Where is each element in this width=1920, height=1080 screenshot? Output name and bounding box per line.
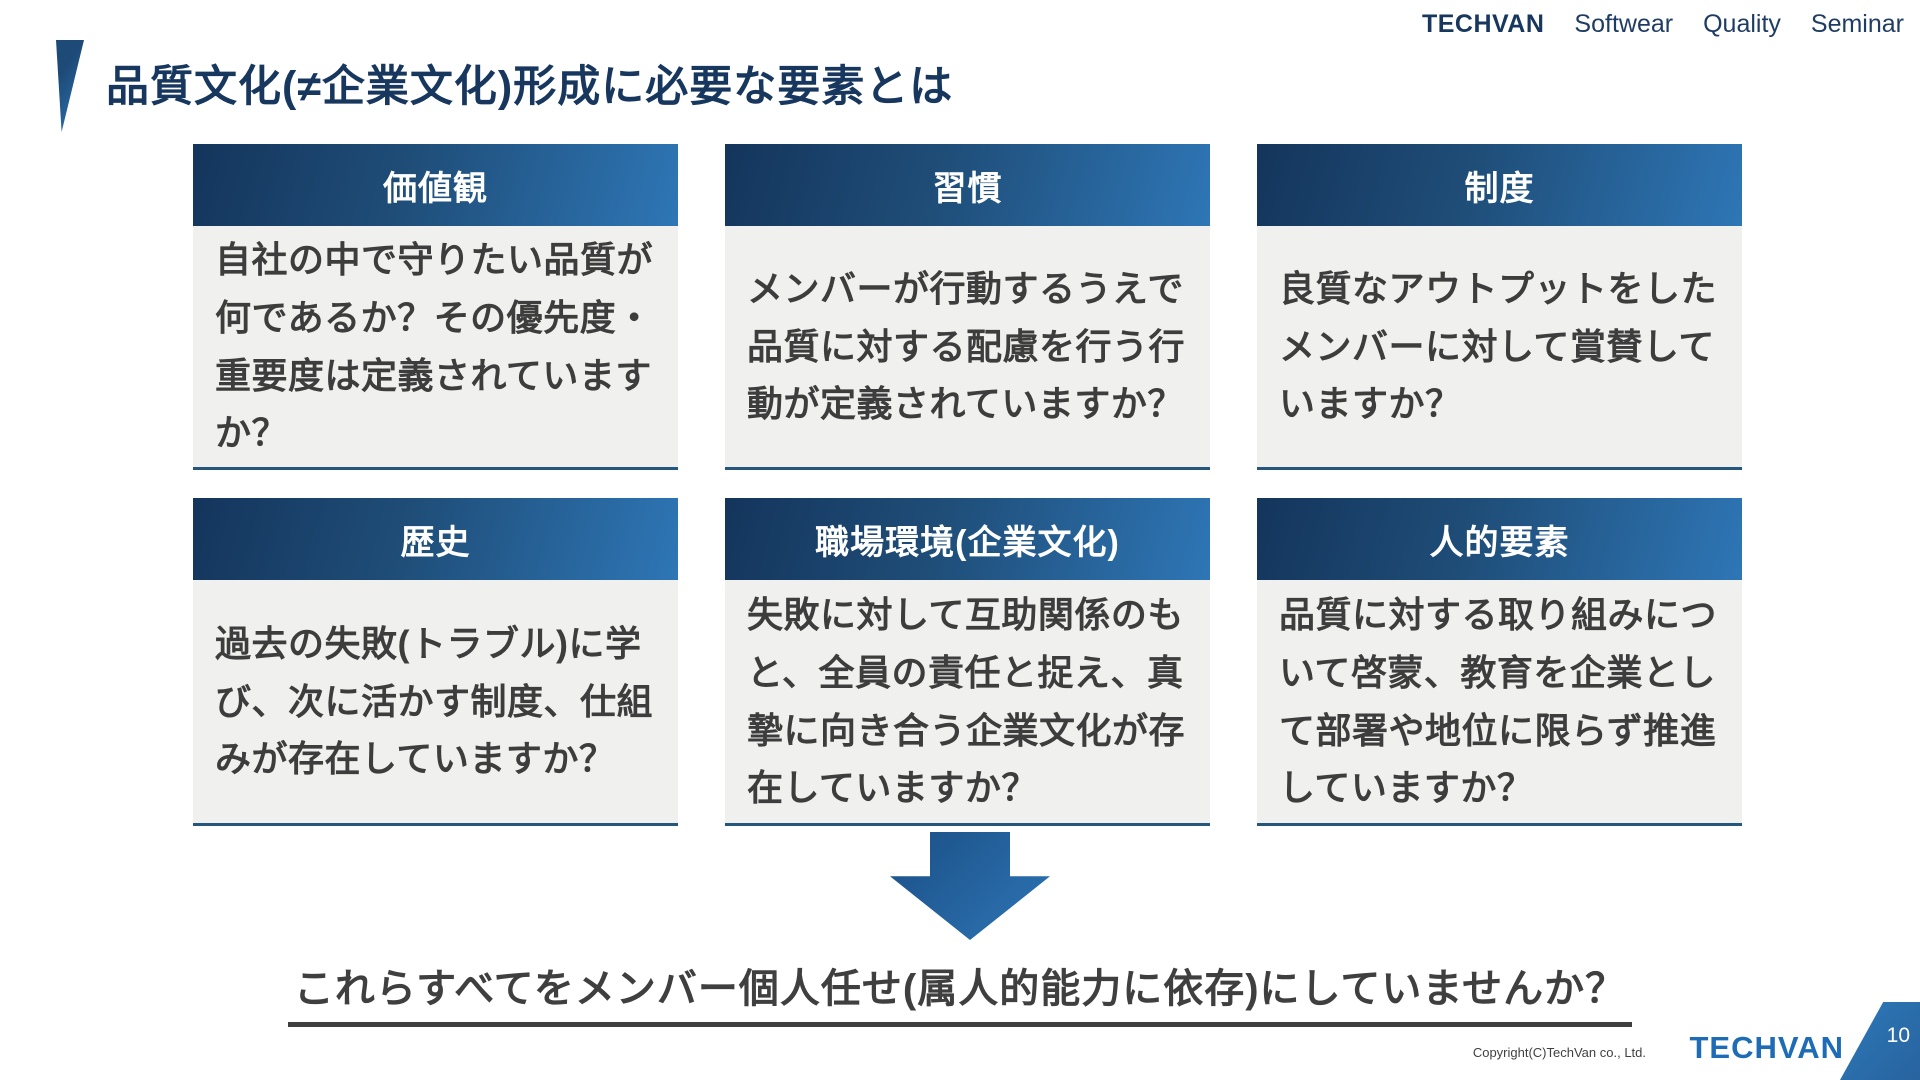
brand-item-seminar: Seminar	[1810, 10, 1904, 38]
brand-name: TECHVAN	[1421, 10, 1545, 38]
card-header: 制度	[1257, 144, 1742, 226]
card-history: 歴史 過去の失敗(トラブル)に学 び、次に活かす制度、仕組 みが存在していますか…	[193, 498, 678, 826]
card-header: 人的要素	[1257, 498, 1742, 580]
card-grid: 価値観 自社の中で守りたい品質が 何であるか？その優先度・ 重要度は定義されてい…	[193, 144, 1742, 826]
card-text: 良質なアウトプットをした メンバーに対して賞賛して いますか？	[1279, 268, 1718, 425]
card-habits: 習慣 メンバーが行動するうえで 品質に対する配慮を行う行 動が定義されていますか…	[725, 144, 1210, 470]
card-text: 失敗に対して互助関係のも と、全員の責任と捉え、真 摯に向き合う企業文化が存 在…	[747, 594, 1186, 809]
card-body: 品質に対する取り組みにつ いて啓蒙、教育を企業とし て部署や地位に限らず推進 し…	[1257, 580, 1742, 823]
card-values: 価値観 自社の中で守りたい品質が 何であるか？その優先度・ 重要度は定義されてい…	[193, 144, 678, 470]
page-number: 10	[1886, 1024, 1910, 1047]
page-title: 品質文化(≠企業文化)形成に必要な要素とは	[106, 63, 954, 111]
card-workplace: 職場環境(企業文化) 失敗に対して互助関係のも と、全員の責任と捉え、真 摯に向…	[725, 498, 1210, 826]
down-arrow-icon	[890, 832, 1050, 940]
conclusion-text: これらすべてをメンバー個人任せ(属人的能力に依存)にしていませんか？	[287, 956, 1633, 1027]
card-header: 習慣	[725, 144, 1210, 226]
card-body: メンバーが行動するうえで 品質に対する配慮を行う行 動が定義されていますか？	[725, 226, 1210, 467]
copyright-text: Copyright(C)TechVan co., Ltd.	[1472, 1045, 1646, 1060]
card-body: 良質なアウトプットをした メンバーに対して賞賛して いますか？	[1257, 226, 1742, 467]
brand-header: TECHVAN Softwear Quality Seminar	[1422, 10, 1904, 39]
title-accent-wedge-icon	[56, 40, 84, 132]
card-text: 品質に対する取り組みにつ いて啓蒙、教育を企業とし て部署や地位に限らず推進 し…	[1279, 594, 1718, 809]
card-header: 歴史	[193, 498, 678, 580]
card-systems: 制度 良質なアウトプットをした メンバーに対して賞賛して いますか？	[1257, 144, 1742, 470]
conclusion-line: これらすべてをメンバー個人任せ(属人的能力に依存)にしていませんか？	[0, 956, 1920, 1027]
brand-item-quality: Quality	[1703, 10, 1781, 38]
card-body: 過去の失敗(トラブル)に学 び、次に活かす制度、仕組 みが存在していますか？	[193, 580, 678, 823]
card-text: メンバーが行動するうえで 品質に対する配慮を行う行 動が定義されていますか？	[747, 268, 1186, 425]
card-header: 価値観	[193, 144, 678, 226]
card-body: 失敗に対して互助関係のも と、全員の責任と捉え、真 摯に向き合う企業文化が存 在…	[725, 580, 1210, 823]
card-human-factors: 人的要素 品質に対する取り組みにつ いて啓蒙、教育を企業とし て部署や地位に限ら…	[1257, 498, 1742, 826]
card-header: 職場環境(企業文化)	[725, 498, 1210, 580]
footer-logo: TECHVAN	[1689, 1030, 1844, 1065]
brand-item-softwear: Softwear	[1574, 10, 1674, 38]
card-text: 過去の失敗(トラブル)に学 び、次に活かす制度、仕組 みが存在していますか？	[215, 623, 654, 780]
card-body: 自社の中で守りたい品質が 何であるか？その優先度・ 重要度は定義されています か…	[193, 226, 678, 467]
card-text: 自社の中で守りたい品質が 何であるか？その優先度・ 重要度は定義されています か…	[215, 239, 654, 454]
